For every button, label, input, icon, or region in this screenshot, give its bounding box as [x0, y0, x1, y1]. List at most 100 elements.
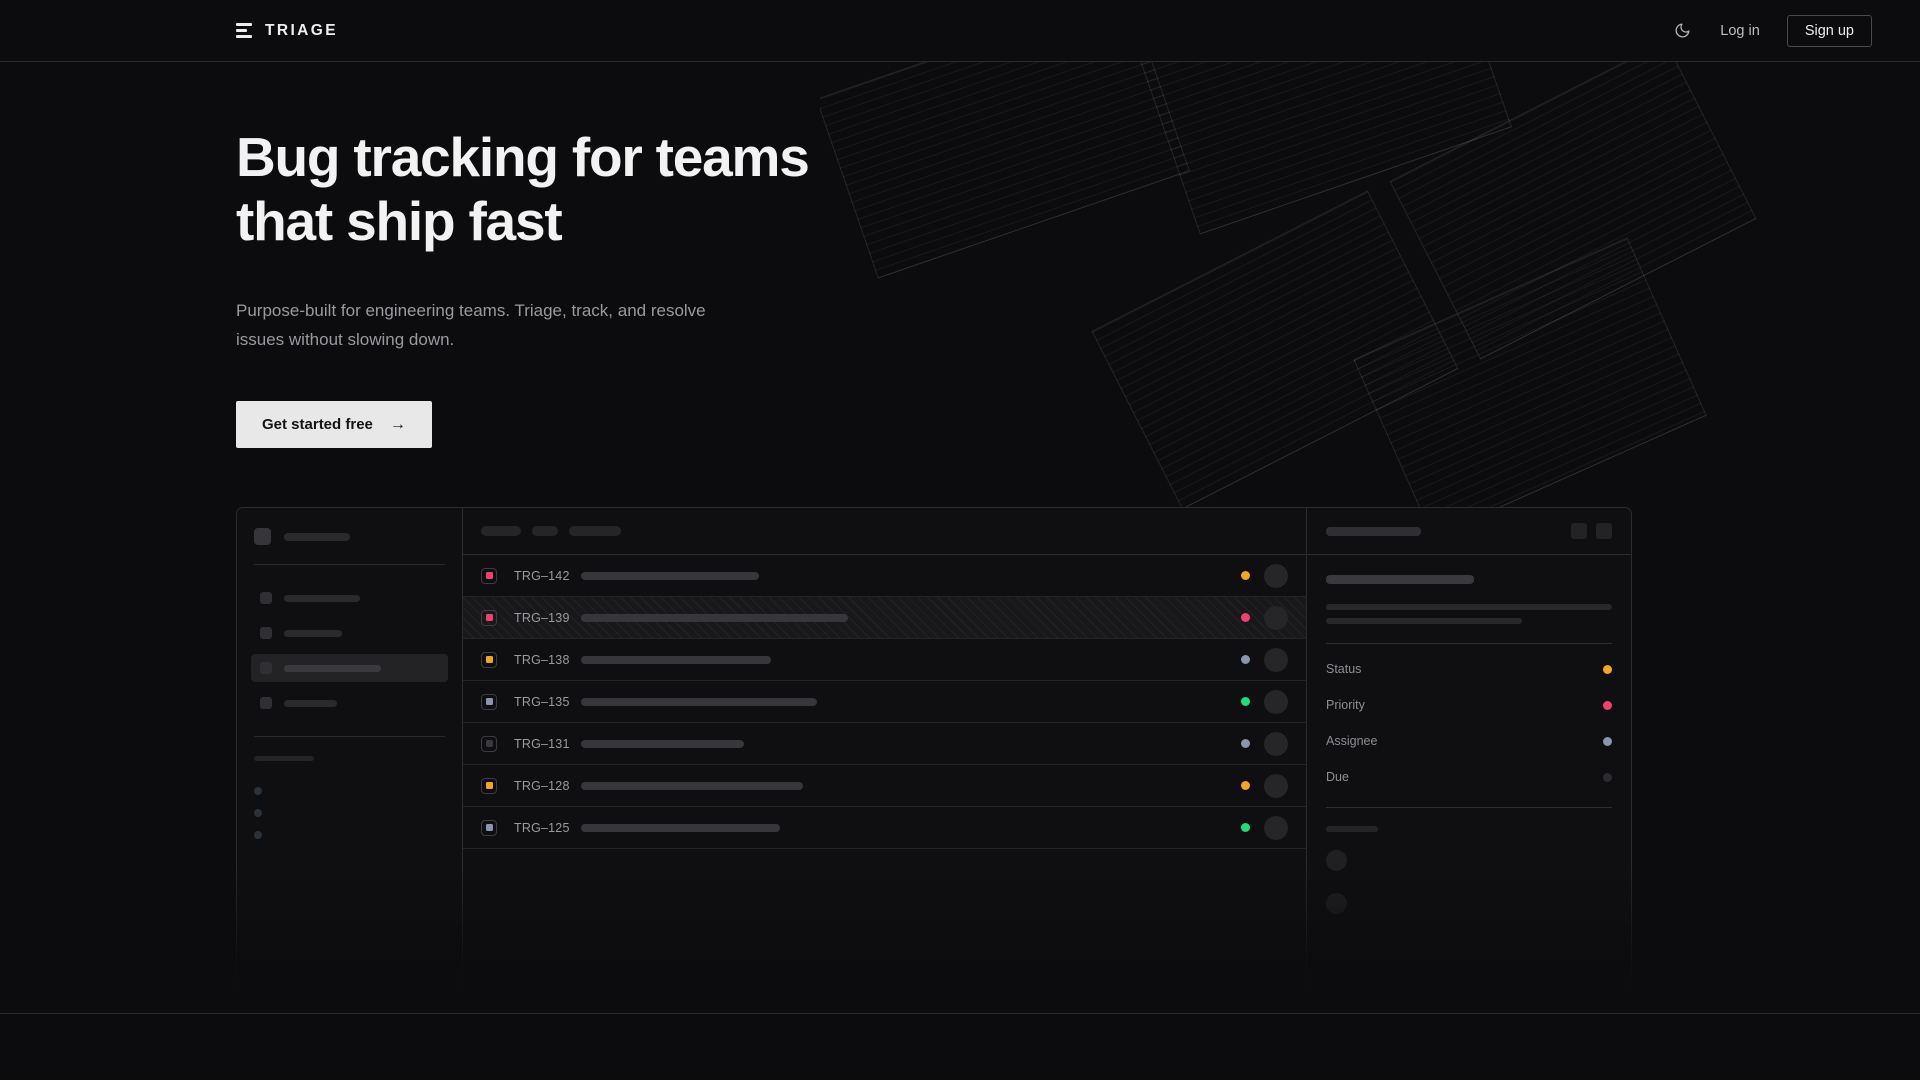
property-row-assignee[interactable]: Assignee	[1326, 723, 1612, 759]
priority-badge-icon[interactable]	[481, 609, 497, 626]
moon-icon[interactable]	[1671, 20, 1693, 42]
table-row[interactable]: TRG–125	[463, 807, 1306, 850]
property-row-status[interactable]: Status	[1326, 651, 1612, 687]
avatar[interactable]	[1264, 773, 1288, 798]
sidebar-section-label-placeholder	[254, 756, 314, 762]
avatar[interactable]	[1264, 605, 1288, 630]
table-row[interactable]: TRG–135	[463, 681, 1306, 724]
status-badge[interactable]	[1241, 655, 1250, 665]
app-sidebar	[237, 508, 463, 997]
heading-line-2: that ship fast	[236, 190, 563, 253]
priority-badge-icon[interactable]	[481, 735, 497, 752]
priority-badge-icon[interactable]	[481, 651, 497, 668]
table-row[interactable]: TRG–131	[463, 723, 1306, 766]
bullet-icon	[254, 831, 262, 840]
brand-logo[interactable]: TRIAGE	[236, 22, 338, 40]
property-label: Status	[1326, 662, 1362, 677]
page-bottom-divider	[0, 1013, 1920, 1014]
sidebar-item-label-placeholder	[284, 664, 381, 672]
row-meta	[1221, 773, 1288, 798]
table-row[interactable]: TRG–138	[463, 639, 1306, 682]
status-badge[interactable]	[1241, 739, 1250, 749]
issue-key: TRG–142	[514, 568, 570, 583]
issue-key: TRG–128	[514, 778, 570, 793]
login-link[interactable]: Log in	[1720, 22, 1760, 39]
issue-list-toolbar	[463, 508, 1306, 556]
status-badge[interactable]	[1241, 823, 1250, 833]
sidebar-item-icon	[260, 697, 272, 710]
description-line-1	[1326, 618, 1522, 625]
issue-key: TRG–139	[514, 610, 570, 625]
status-badge[interactable]	[1241, 613, 1250, 623]
header-actions: Log in Sign up	[1671, 14, 1872, 47]
avatar[interactable]	[1264, 563, 1288, 588]
issue-title-placeholder	[581, 655, 771, 664]
brand-name: TRIAGE	[265, 21, 338, 39]
property-value-indicator[interactable]	[1603, 664, 1612, 674]
status-badge[interactable]	[1241, 781, 1250, 791]
hero-subtitle: Purpose-built for engineering teams. Tri…	[236, 300, 706, 349]
sidebar-nav	[251, 584, 448, 717]
issue-title-placeholder	[581, 739, 744, 748]
detail-divider	[1326, 807, 1612, 809]
description-line-0	[1326, 604, 1612, 611]
property-value-indicator[interactable]	[1603, 700, 1612, 710]
detail-action-button-0[interactable]	[1571, 523, 1587, 540]
toolbar-control-2[interactable]	[569, 526, 621, 537]
issue-detail-header	[1307, 508, 1631, 556]
heading-line-1: Bug tracking for teams	[236, 126, 810, 188]
sidebar-item-icon	[260, 662, 272, 675]
workspace-switcher[interactable]	[251, 524, 448, 546]
sidebar-subitem-1[interactable]	[251, 802, 448, 824]
avatar[interactable]	[1264, 647, 1288, 672]
detail-action-button-1[interactable]	[1596, 523, 1612, 540]
stacked-bars-logo-icon	[236, 23, 252, 38]
table-row[interactable]: TRG–128	[463, 765, 1306, 808]
avatar[interactable]	[1264, 689, 1288, 714]
property-label: Assignee	[1326, 734, 1378, 749]
priority-badge-icon[interactable]	[481, 693, 497, 710]
row-meta	[1221, 647, 1288, 672]
page-title: Bug tracking for teams that ship fast	[236, 125, 996, 254]
priority-badge-icon[interactable]	[481, 567, 497, 584]
table-row[interactable]: TRG–139	[463, 597, 1306, 640]
avatar[interactable]	[1264, 731, 1288, 756]
activity-section-label-placeholder	[1326, 826, 1378, 833]
detail-title-placeholder	[1326, 526, 1421, 536]
toolbar-control-1[interactable]	[532, 526, 558, 537]
avatar[interactable]	[1264, 815, 1288, 840]
issue-key: TRG–131	[514, 736, 570, 751]
table-row[interactable]: TRG–142	[463, 555, 1306, 598]
row-meta	[1221, 731, 1288, 756]
status-badge[interactable]	[1241, 697, 1250, 707]
sidebar-subitem-0[interactable]	[251, 780, 448, 802]
sidebar-item-3[interactable]	[251, 689, 448, 717]
workspace-avatar	[254, 528, 271, 546]
property-label: Due	[1326, 770, 1349, 785]
property-value-indicator[interactable]	[1603, 772, 1612, 782]
row-meta	[1221, 815, 1288, 840]
toolbar-control-0[interactable]	[481, 526, 521, 537]
sidebar-item-1[interactable]	[251, 619, 448, 647]
property-value-indicator[interactable]	[1603, 736, 1612, 746]
property-row-priority[interactable]: Priority	[1326, 687, 1612, 723]
property-label: Priority	[1326, 698, 1365, 713]
sidebar-item-0[interactable]	[251, 584, 448, 612]
signup-button[interactable]: Sign up	[1786, 14, 1872, 47]
get-started-button[interactable]: Get started free →	[236, 401, 432, 449]
priority-badge-icon[interactable]	[481, 819, 497, 836]
priority-badge-icon[interactable]	[481, 777, 497, 794]
issue-title-placeholder	[581, 697, 817, 706]
sidebar-item-icon	[260, 627, 272, 640]
sidebar-item-2[interactable]	[251, 654, 448, 683]
property-row-due[interactable]: Due	[1326, 759, 1612, 795]
sidebar-subitem-2[interactable]	[251, 824, 448, 846]
hero-section: Bug tracking for teams that ship fast Pu…	[0, 62, 1920, 449]
status-badge[interactable]	[1241, 571, 1250, 581]
row-meta	[1221, 689, 1288, 714]
